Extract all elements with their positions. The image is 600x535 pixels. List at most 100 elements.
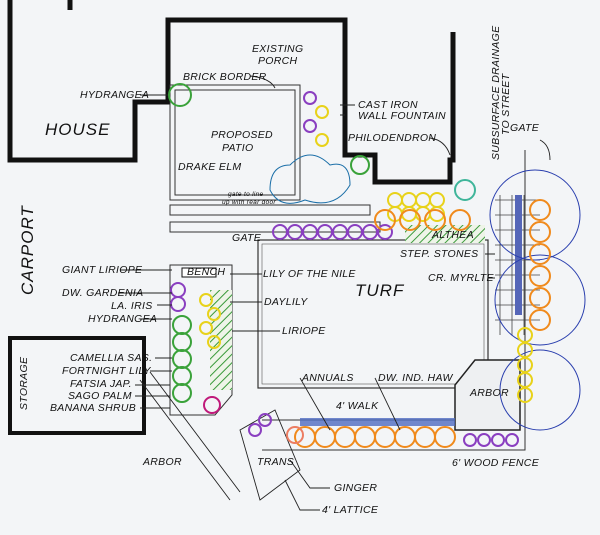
drainage-label-1: SUBSURFACE DRAINAGE [490,25,502,160]
annuals-label: ANNUALS [301,372,354,384]
patio-label-1: PROPOSED [211,129,273,141]
shrub-symbol [350,155,370,175]
lily-of-the-nile-label: LILY OF THE NILE [263,268,356,280]
annual-symbol [414,426,436,448]
annuals-strip [300,418,455,426]
porch-label-1: EXISTING [252,43,303,55]
fountain-bed-symbol [315,105,329,119]
left-bed [169,264,233,416]
cr-myrtle-canopy [489,169,581,261]
fountain-label-2: WALL FOUNTAIN [358,110,446,122]
orange-shrub-symbol [449,209,471,231]
althea-symbol [387,192,403,208]
orange-shrub-symbol [374,209,396,231]
althea-symbol [429,192,445,208]
arbor-left-label: ARBOR [142,456,182,468]
corner-symbol [248,423,262,437]
gate-mid-label: GATE [232,232,262,244]
hydrangea-symbol [168,83,192,107]
hydrangea-left-label: HYDRANGEA [88,313,157,325]
patio-label-2: PATIO [222,142,253,154]
fatsia-label: FATSIA JAP. [70,378,132,390]
daylily-label: DAYLILY [264,296,308,308]
yellow-shrub-symbol [207,307,221,321]
sago-palm-label: SAGO PALM [68,390,132,402]
philodendron-label: PHILODENDRON [348,132,436,144]
trans-label: TRANS [257,456,294,468]
cr-myrtle-canopy [494,254,586,346]
brick-border-label: BRICK BORDER [183,71,267,83]
cr-myrtle-symbol [529,309,551,331]
althea-symbol [401,192,417,208]
dw-gardenia-label: DW. GARDENIA [62,287,143,299]
carport-label: CARPORT [18,205,37,295]
gate-note-2: up with rear door [222,199,276,206]
annual-symbol [314,426,336,448]
fence-shrub-symbol [517,387,533,403]
la-iris-label: LA. IRIS [111,300,153,312]
cr-myrtle-symbol [529,221,551,243]
fountain-bed-symbol [303,91,317,105]
bench-label: BENCH [187,266,225,278]
patio-outline [169,84,381,233]
drainage-strip [515,195,522,315]
lattice-fence [139,371,301,501]
camellia-symbol [172,349,192,369]
plant-symbols [168,83,551,448]
cr-myrtle-symbol [529,265,551,287]
step-stones-label: STEP. STONES [400,248,479,260]
annual-symbol [374,426,396,448]
lattice-label: 4' LATTICE [322,504,379,516]
fountain-bed-symbol [315,133,329,147]
banana-shrub-symbol [203,396,221,414]
fence-bed-symbol [505,433,519,447]
turf-label: TURF [355,281,405,300]
fountain-bed-symbol [303,119,317,133]
corner-symbol [258,413,272,427]
annual-symbol [394,426,416,448]
turf-area [257,239,489,389]
fortnight-lily-label: FORTNIGHT LILY [62,365,152,377]
annual-symbol [334,426,356,448]
liriope-label: LIRIOPE [282,325,326,337]
drainage-label-2: TO STREET [500,72,512,135]
camellia-symbol [172,332,192,352]
fence-label: 6' WOOD FENCE [452,457,540,469]
annual-symbol [294,426,316,448]
house-walls [7,0,456,185]
yellow-shrub-symbol [199,321,213,335]
yellow-shrub-symbol [199,293,213,307]
gardenia-symbol [170,282,186,298]
drake-elm-canopy [269,154,351,204]
banana-shrub-label: BANANA SHRUB [50,402,136,414]
annual-symbol [434,426,456,448]
liriope-hatch [210,290,232,390]
gate-top-label: GATE [510,122,540,134]
cr-myrtle-canopy [499,349,581,431]
camellia-label: CAMELLIA SAS. [70,352,152,364]
bench [181,267,217,278]
walk-label: 4' WALK [336,400,379,412]
yellow-shrub-symbol [207,335,221,349]
label-leaders [118,75,551,511]
cr-myrtle-label: CR. MYRLTE [428,272,495,284]
camellia-symbol [172,315,192,335]
fence-bed-symbol [491,433,505,447]
fountain-label-1: CAST IRON [358,99,418,111]
ginger-label: GINGER [334,482,377,494]
camellia-symbol [172,366,192,386]
giant-liriope-label: GIANT LIRIOPE [62,264,143,276]
althea-symbol [415,192,431,208]
hydrangea-top-label: HYDRANGEA [80,89,149,101]
house-label: HOUSE [45,120,110,139]
drake-elm-label: DRAKE ELM [178,161,241,173]
iris-symbol [170,296,186,312]
philodendron-symbol [454,179,476,201]
fence-bed-symbol [463,433,477,447]
corner-symbol [286,426,304,444]
althea-label: ALTHEA [431,229,474,241]
gate-note-1: gate to line [228,191,263,198]
cr-myrtle-symbol [529,199,551,221]
